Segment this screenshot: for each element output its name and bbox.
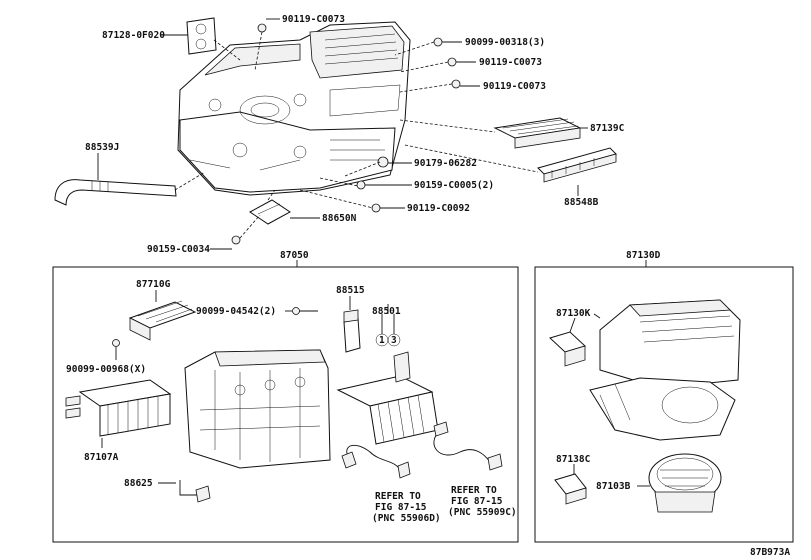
label-90159-c0005: 90159-C0005(2) (414, 180, 494, 191)
label-87130k: 87130K (556, 308, 591, 319)
label-87139c: 87139C (590, 123, 625, 134)
label-87710g: 87710G (136, 279, 171, 290)
callout-1: 1 (379, 335, 385, 346)
group-label-87050: 87050 (280, 250, 309, 261)
group-label-87130d: 87130D (626, 250, 661, 261)
drain-hose-part (54, 179, 177, 206)
label-88539j: 88539J (85, 142, 119, 153)
blower-motor-part (648, 453, 722, 513)
label-90179-06282: 90179-06282 (414, 158, 477, 169)
label-90099-00968: 90099-00968(X) (66, 364, 146, 375)
leader-lines-right (569, 313, 650, 487)
thermistor-part (343, 309, 361, 353)
cooler-expansion-valve-circles (375, 314, 401, 347)
label-87103b: 87103B (596, 481, 631, 492)
ref-note-2-line1: REFER TO (451, 485, 497, 496)
label-88515: 88515 (336, 285, 365, 296)
group-box-87050 (52, 266, 519, 543)
label-87128-0f020: 87128-0F020 (102, 30, 165, 41)
ref-note-2-line3: (PNC 55909C) (448, 507, 517, 518)
blower-unit-part (589, 299, 741, 441)
wire-harness-parts (179, 421, 503, 503)
label-90119-c0092: 90119-C0092 (407, 203, 470, 214)
label-88501: 88501 (372, 306, 401, 317)
ref-note-1-line2: FIG 87-15 (375, 502, 427, 513)
evaporator-part (336, 351, 439, 445)
ref-note-1-line1: REFER TO (375, 491, 421, 502)
leader-lines-middle (101, 290, 389, 484)
filter-cover-part (537, 147, 617, 183)
label-88625: 88625 (124, 478, 153, 489)
diagram-id: 87B973A (750, 547, 790, 558)
ref-note-1-line3: (PNC 55906D) (372, 513, 441, 524)
label-90119-c0073-c: 90119-C0073 (483, 81, 546, 92)
group-box-87130d (534, 266, 794, 543)
resistor-part (554, 473, 587, 505)
hvac-unit-assembly (177, 21, 411, 196)
label-90099-04542: 90099-04542(2) (196, 306, 276, 317)
label-87107a: 87107A (84, 452, 119, 463)
ref-note-2-line2: FIG 87-15 (451, 496, 503, 507)
label-88548b: 88548B (564, 197, 599, 208)
heater-core-part (65, 379, 172, 437)
label-90119-c0073-b: 90119-C0073 (479, 57, 542, 68)
filter-part (493, 117, 582, 149)
heater-core-small-part (128, 300, 197, 341)
duct-seal-part (186, 17, 217, 55)
servo-motor-part (549, 331, 586, 367)
callout-3: 3 (391, 335, 397, 346)
label-88650n: 88650N (322, 213, 357, 224)
label-90159-c0034: 90159-C0034 (147, 244, 210, 255)
label-90119-c0073-a: 90119-C0073 (282, 14, 345, 25)
label-90099-00318: 90099-00318(3) (465, 37, 545, 48)
bracket-part (249, 199, 291, 225)
case-unit-part (184, 349, 331, 469)
leader-lines-top (97, 18, 588, 250)
label-87138c: 87138C (556, 454, 591, 465)
